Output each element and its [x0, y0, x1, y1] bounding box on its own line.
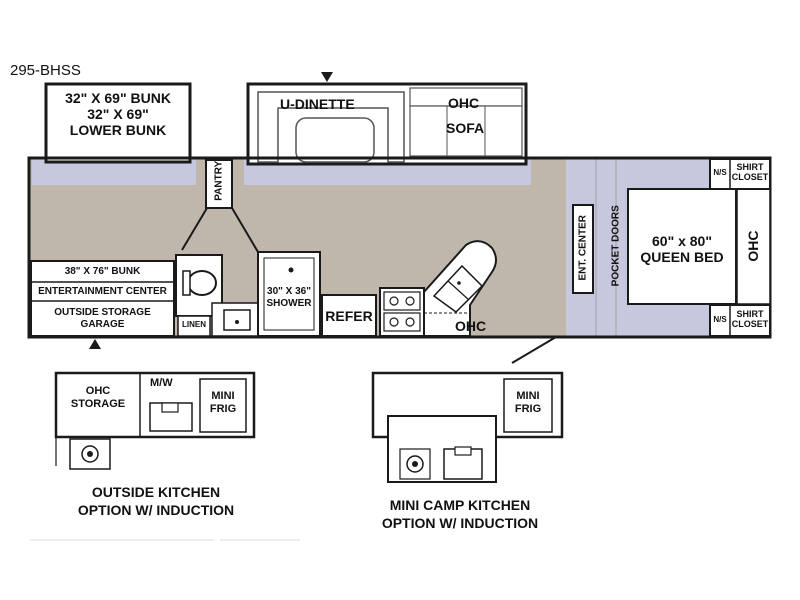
- outside-mini-frig-label: MINI FRIG: [200, 390, 246, 415]
- outside-storage-line-1: OUTSIDE STORAGE: [54, 307, 151, 318]
- outside-mini-frig-line-1: MINI: [211, 390, 235, 402]
- ent-center-vertical-label: ENT. CENTER: [577, 214, 589, 281]
- outside-kitchen-caption: OUTSIDE KITCHEN OPTION W/ INDUCTION: [56, 483, 256, 519]
- ohc-storage-line-2: STORAGE: [70, 397, 126, 410]
- bunk-38-label: 38" X 76" BUNK: [64, 266, 141, 277]
- linen-label: LINEN: [182, 320, 206, 329]
- bunk-slide-line-1: 32" X 69" BUNK: [65, 90, 171, 106]
- queen-bed-line-1: 60" x 80": [652, 233, 712, 249]
- ohc-storage-label: OHC STORAGE: [56, 385, 140, 410]
- outside-storage-line-2: GARAGE: [80, 318, 125, 330]
- u-dinette-seat: [257, 91, 405, 163]
- shirt-closet-bottom-line-2: CLOSET: [731, 319, 769, 330]
- toilet-bowl: [187, 270, 217, 296]
- ent-center-block: [572, 204, 594, 294]
- bedroom-ohc: [736, 188, 771, 305]
- shower-line-2: SHOWER: [266, 297, 312, 309]
- ohc-bedroom-label: OHC: [744, 230, 761, 262]
- camp-kitchen-caption: MINI CAMP KITCHEN OPTION W/ INDUCTION: [360, 496, 560, 532]
- camp-mini-frig-line-2: FRIG: [514, 402, 542, 415]
- queen-bed: [627, 188, 737, 305]
- entry-door-line: [511, 336, 557, 364]
- linen-closet: [177, 315, 211, 337]
- outside-kitchen-caption-line-2: OPTION W/ INDUCTION: [77, 502, 235, 519]
- pantry-label: PANTRY: [213, 160, 225, 201]
- shirt-closet-bottom: [709, 304, 771, 337]
- shirt-closet-top-line-1: SHIRT: [736, 162, 764, 172]
- shirt-closet-bottom-label: SHIRT CLOSET: [731, 309, 769, 330]
- camp-kitchen-caption-line-1: MINI CAMP KITCHEN: [389, 497, 531, 513]
- outside-storage-label: OUTSIDE STORAGE GARAGE: [31, 307, 174, 330]
- bunk-slide-line-3: LOWER BUNK: [69, 122, 167, 139]
- shirt-closet-bottom-line-1: SHIRT: [736, 309, 764, 319]
- refrigerator: [321, 294, 377, 337]
- toilet-tank: [182, 270, 191, 296]
- sofa-seat: [409, 105, 523, 157]
- refer-label: REFER: [325, 308, 373, 324]
- entertainment-center-label: ENTERTAINMENT CENTER: [38, 286, 167, 297]
- shower-line-1: 30" X 36": [267, 286, 311, 297]
- ns-bottom-label: N/S: [713, 315, 727, 324]
- garage-arrow-marker: [89, 339, 101, 349]
- camp-kitchen-caption-line-2: OPTION W/ INDUCTION: [381, 515, 539, 532]
- pantry-box: [205, 159, 233, 209]
- camp-induction-burner: [399, 448, 431, 480]
- pocket-doors-label: POCKET DOORS: [610, 205, 622, 287]
- queen-bed-label: 60" x 80" QUEEN BED: [628, 233, 736, 265]
- sofa-label: SOFA: [446, 120, 485, 136]
- camp-mini-frig-line-1: MINI: [516, 390, 540, 402]
- model-number: 295-BHSS: [10, 62, 81, 79]
- ohc-kitchen-label: OHC: [455, 318, 487, 334]
- dinette-table: [295, 117, 375, 163]
- outside-mini-frig-line-2: FRIG: [209, 402, 237, 415]
- dinette-arrow-marker: [321, 72, 333, 82]
- shirt-closet-top-line-2: CLOSET: [731, 172, 769, 183]
- shower-label: 30" X 36" SHOWER: [258, 286, 320, 309]
- u-dinette-label: U-DINETTE: [280, 96, 355, 112]
- queen-bed-line-2: QUEEN BED: [640, 249, 724, 266]
- outside-kitchen-caption-line-1: OUTSIDE KITCHEN: [91, 484, 221, 500]
- shirt-closet-top: [709, 158, 771, 190]
- ns-top-label: N/S: [713, 168, 727, 177]
- ohc-top-label: OHC: [448, 95, 480, 111]
- camp-mini-frig-label: MINI FRIG: [504, 390, 552, 415]
- bunk-slide-box: [44, 82, 192, 164]
- rear-bunk-block: [30, 260, 175, 337]
- bunk-slide-line-2: 32" X 69": [87, 106, 149, 123]
- shirt-closet-top-label: SHIRT CLOSET: [731, 162, 769, 183]
- bunk-slide-label: 32" X 69" BUNK 32" X 69" LOWER BUNK: [46, 90, 190, 138]
- ohc-storage-line-1: OHC: [85, 385, 111, 397]
- mw-label: M/W: [150, 377, 173, 389]
